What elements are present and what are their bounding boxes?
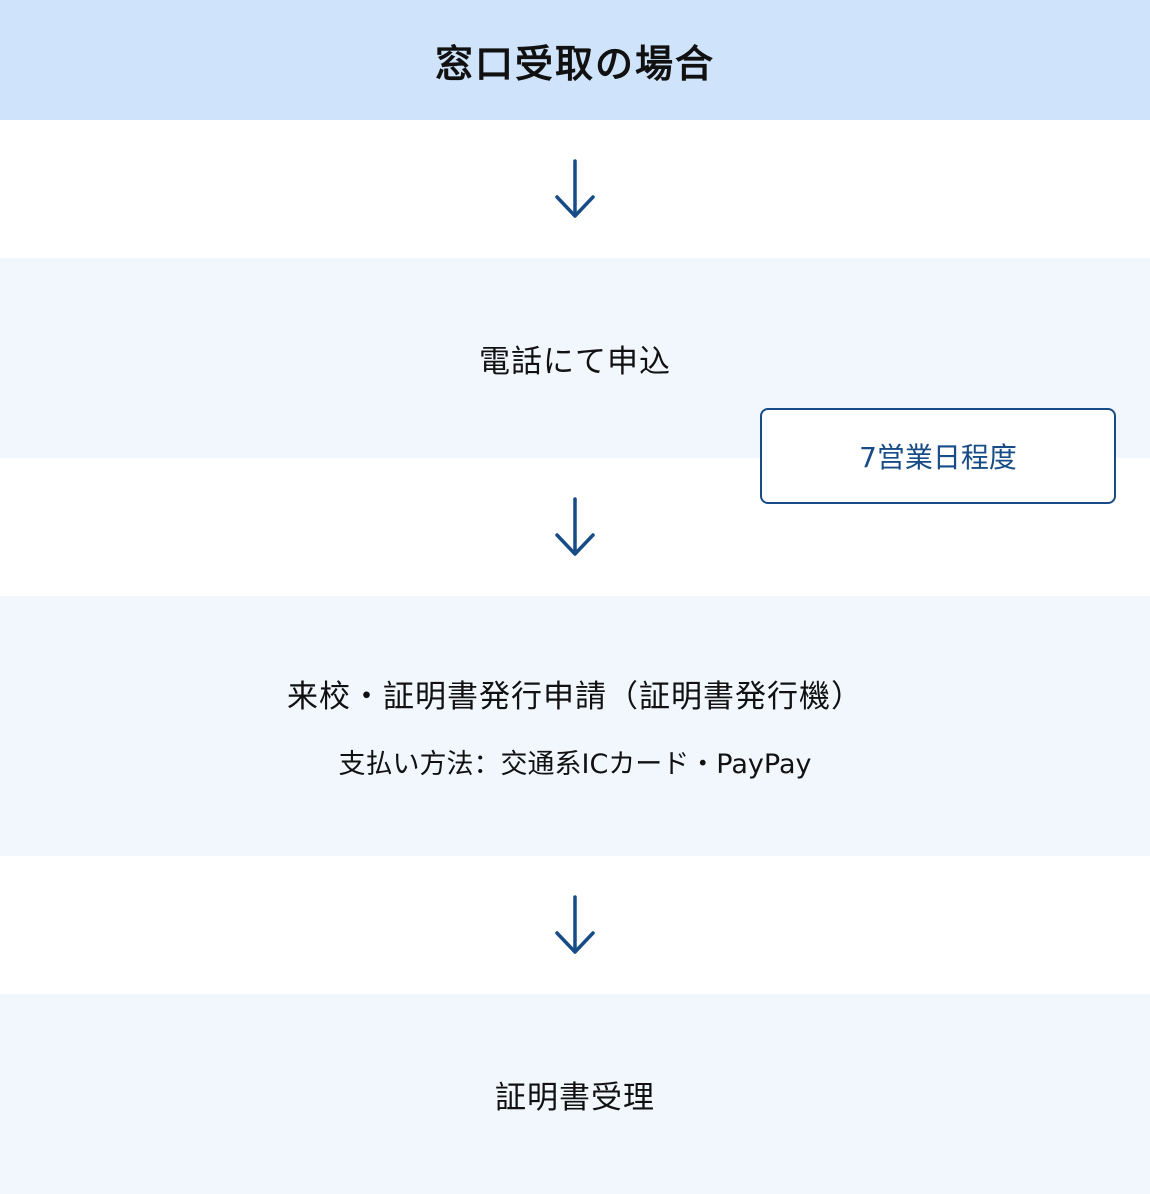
flow-step-visit-and-request: 来校・証明書発行申請（証明書発行機） 支払い方法：交通系ICカード・PayPay [0,596,1150,856]
flow-step-receive-certificate: 証明書受理 [0,994,1150,1194]
down-arrow-icon [555,497,595,556]
payment-method-note: 支払い方法：交通系ICカード・PayPay [338,749,812,780]
duration-badge: 7営業日程度 [760,408,1116,504]
down-arrow-icon [555,895,595,954]
step-label: 証明書受理 [495,1079,655,1116]
header-banner: 窓口受取の場合 [0,0,1150,120]
down-arrow-icon [555,159,595,218]
page-title: 窓口受取の場合 [434,41,715,86]
step-label: 電話にて申込 [479,343,671,380]
duration-label: 7営業日程度 [859,441,1017,474]
step-label: 来校・証明書発行申請（証明書発行機） [287,679,863,715]
